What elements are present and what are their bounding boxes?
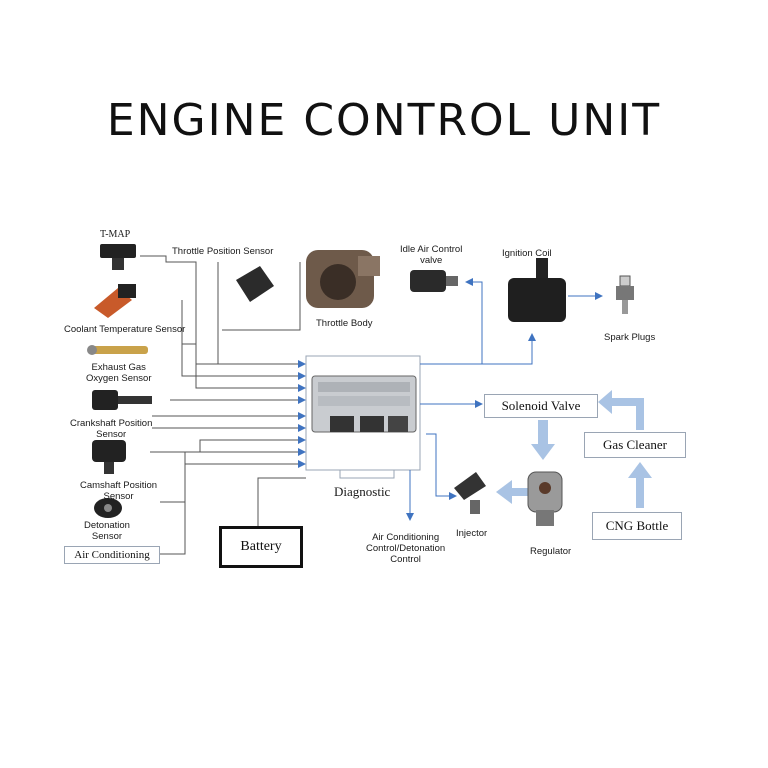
throttle-body-label: Throttle Body	[316, 318, 373, 329]
gas-cleaner-box: Gas Cleaner	[584, 432, 686, 458]
diagnostic-port	[339, 469, 395, 479]
gas-flow-arrows	[496, 390, 652, 508]
cng-bottle-box: CNG Bottle	[592, 512, 682, 540]
throttle-position-label: Throttle Position Sensor	[172, 246, 274, 257]
exhaust-gas-label: Exhaust Gas Oxygen Sensor	[86, 362, 152, 384]
camshaft-sensor-icon	[92, 440, 126, 474]
battery-line	[257, 477, 306, 526]
line-to-idle-air	[420, 278, 483, 365]
detonation-label: Detonation Sensor	[84, 520, 130, 542]
throttle-body-icon	[306, 250, 380, 308]
tmap-icon	[100, 244, 136, 270]
solenoid-valve-box: Solenoid Valve	[484, 394, 598, 418]
regulator-label: Regulator	[530, 546, 572, 557]
line-to-injector	[426, 433, 457, 500]
line-to-ignition	[420, 333, 536, 365]
oxygen-sensor-icon	[87, 345, 148, 355]
idle-air-valve-icon	[410, 270, 458, 292]
tmap-label: T-MAP	[100, 229, 131, 240]
diagnostic-label: Diagnostic	[334, 484, 391, 499]
page-title: ENGINE CONTROL UNIT	[106, 95, 662, 146]
ignition-coil-label: Ignition Coil	[502, 248, 552, 259]
regulator-icon	[527, 471, 563, 526]
injector-label: Injector	[456, 528, 488, 539]
ignition-coil-icon	[508, 258, 566, 322]
ac-control-label: Air Conditioning Control/Detonation Cont…	[366, 532, 446, 565]
crankshaft-label: Crankshaft Position Sensor	[70, 418, 153, 440]
detonation-sensor-icon	[94, 498, 122, 518]
battery-box: Battery	[219, 526, 303, 568]
coolant-temp-label: Coolant Temperature Sensor	[64, 324, 186, 335]
spark-plugs-label: Spark Plugs	[604, 332, 656, 343]
throttle-position-sensor-icon	[236, 266, 274, 302]
spark-plug-icon	[616, 275, 634, 314]
coolant-sensor-icon	[94, 284, 136, 318]
camshaft-label: Camshaft Position Sensor	[80, 480, 158, 502]
sensor-lines	[140, 255, 304, 555]
air-conditioning-box: Air Conditioning	[64, 546, 160, 564]
crankshaft-sensor-icon	[92, 390, 152, 410]
ecu-input-arrowheads	[298, 360, 306, 468]
idle-air-label: Idle Air Control valve	[400, 244, 463, 266]
ecu-module-icon	[311, 375, 417, 433]
injector-icon	[454, 472, 486, 514]
